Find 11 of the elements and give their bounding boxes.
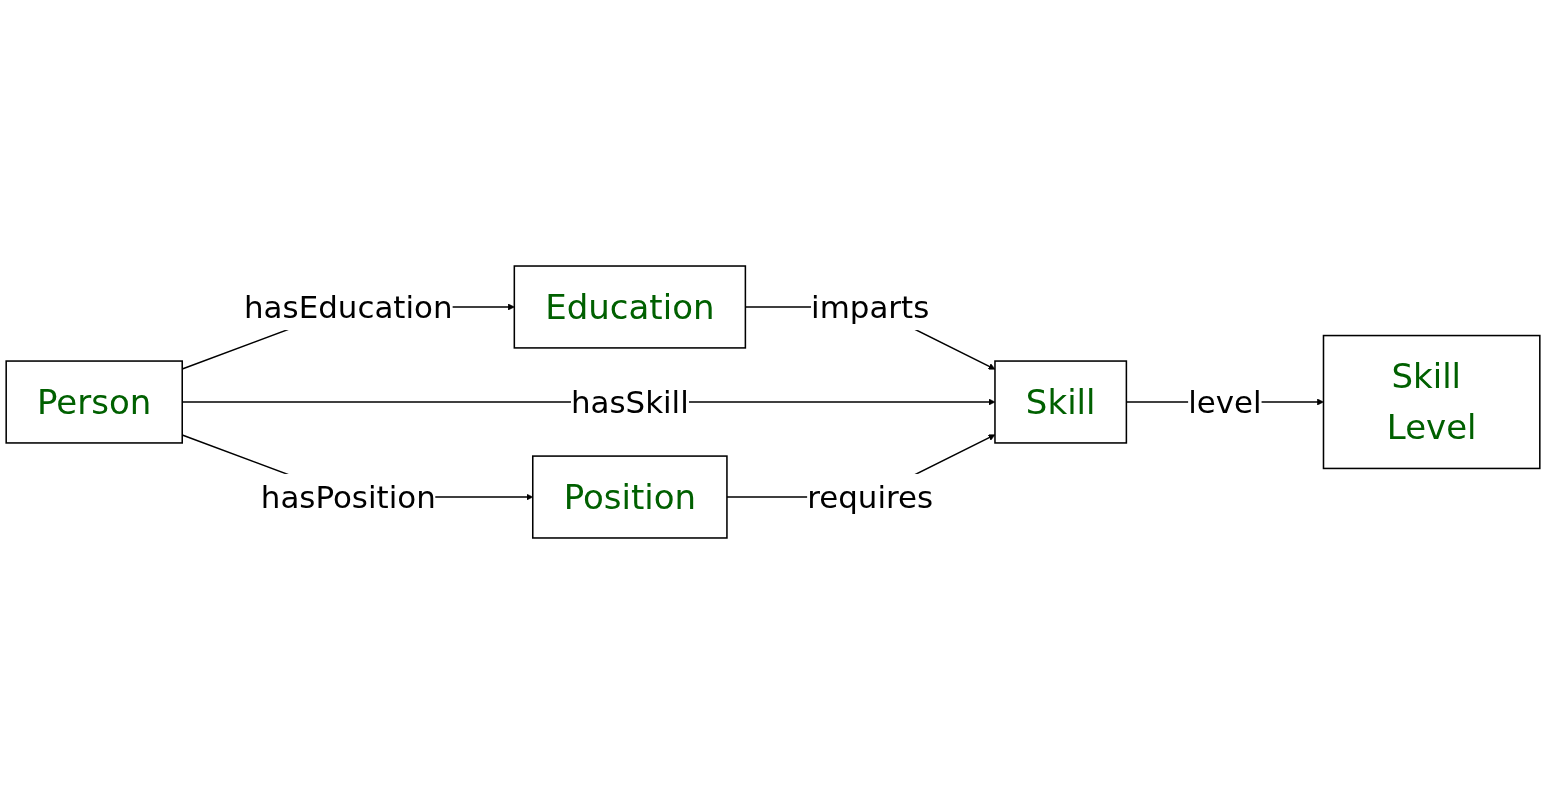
- edge-label: imparts: [811, 289, 930, 325]
- node-box: Education: [513, 265, 747, 349]
- node-box: Skill: [994, 360, 1128, 444]
- edge-label: level: [1188, 384, 1262, 420]
- node-box: Position: [532, 455, 728, 539]
- node-box: Skill Level: [1322, 334, 1541, 470]
- edge-label: hasPosition: [260, 479, 436, 515]
- edge-label: hasSkill: [570, 384, 689, 420]
- edge-label: hasEducation: [244, 289, 453, 325]
- edge-label: requires: [807, 479, 934, 515]
- node-box: Person: [5, 360, 183, 444]
